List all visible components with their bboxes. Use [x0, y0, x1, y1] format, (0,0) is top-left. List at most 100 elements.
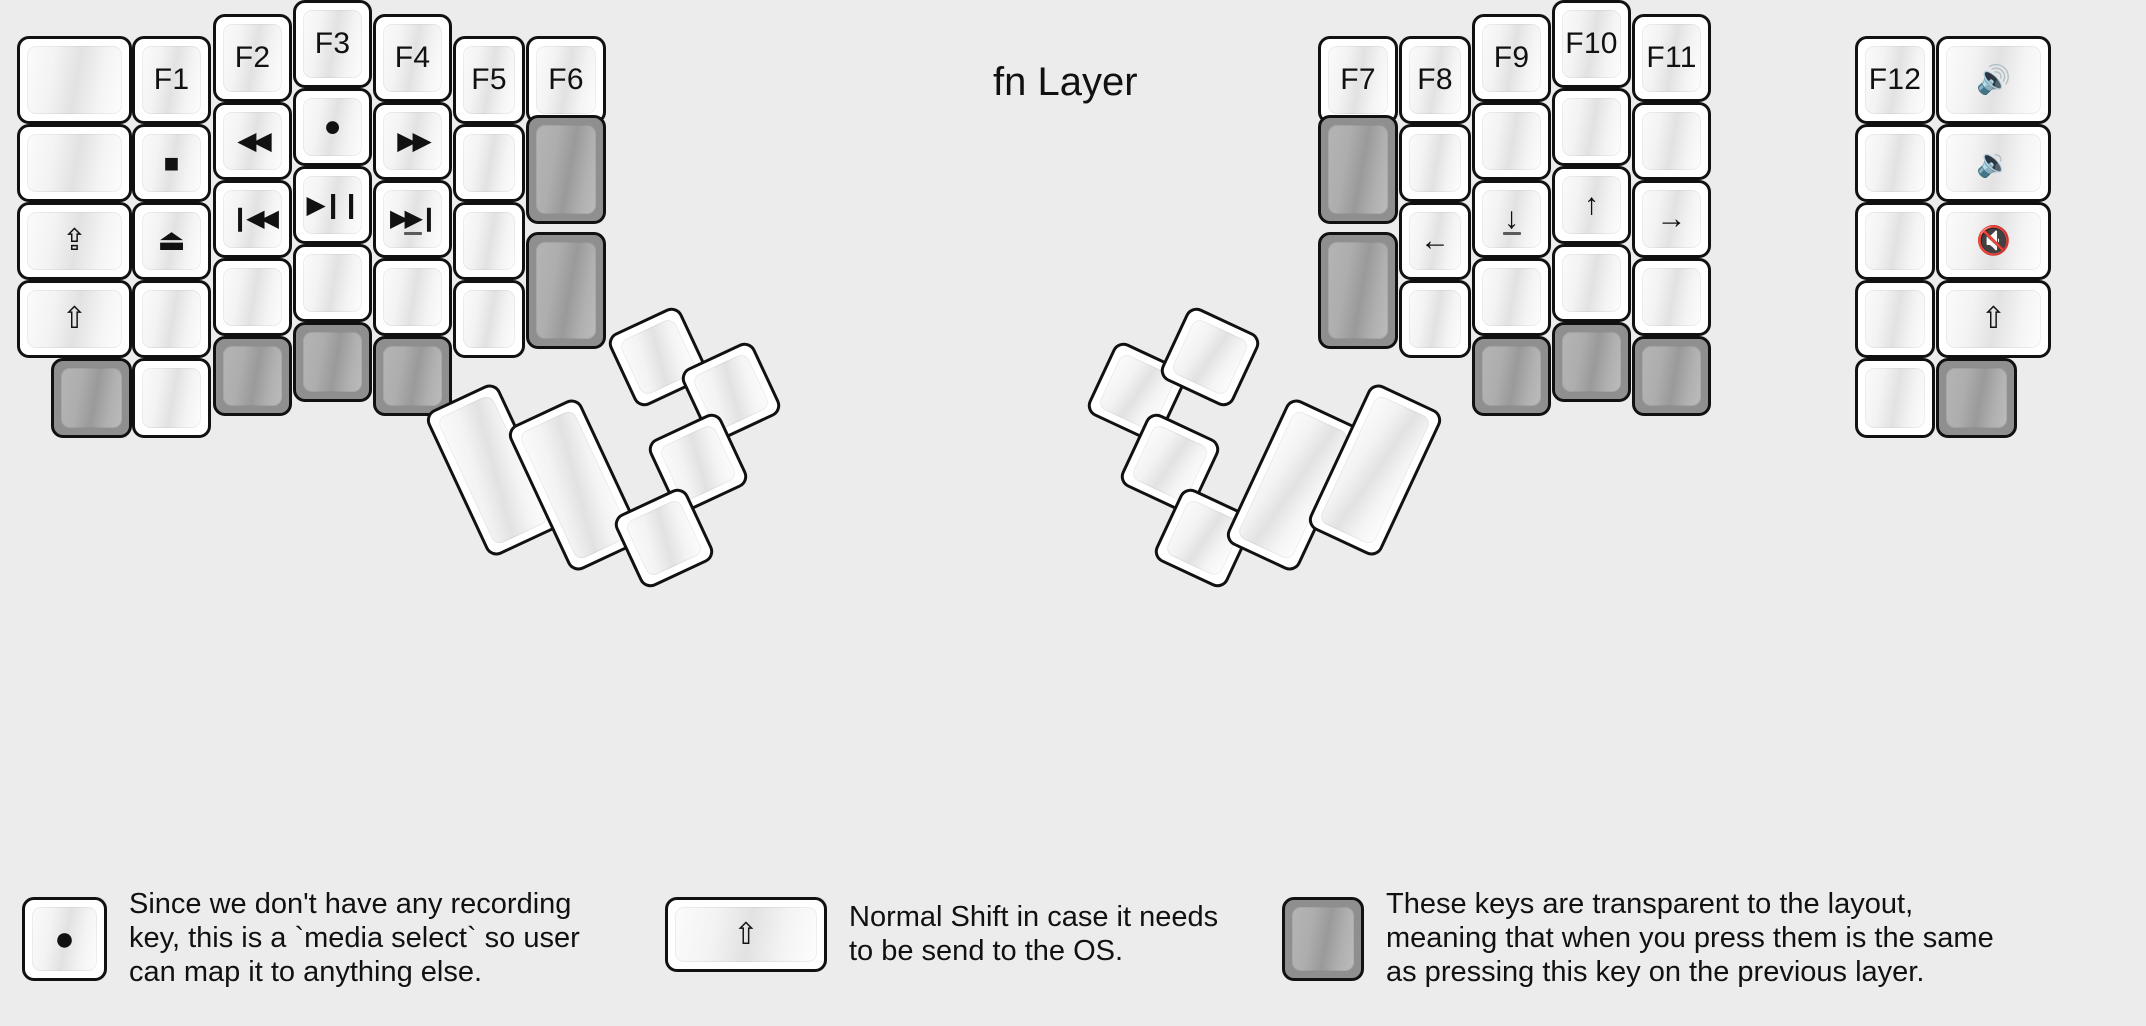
- key-right-c5-r4[interactable]: [1855, 358, 1935, 438]
- keycap-face: [27, 46, 122, 114]
- key-right-c1-r2-arrow-left[interactable]: ←: [1399, 202, 1471, 280]
- rewind-icon: ◀◀: [237, 126, 272, 155]
- key-right-c5-r0-f12[interactable]: F12: [1855, 36, 1935, 124]
- keycap-face: [1170, 317, 1250, 397]
- fast-forward-icon: ▶▶: [397, 126, 432, 155]
- key-right-c4-r3[interactable]: [1632, 258, 1711, 336]
- key-right-c4-r0-f11[interactable]: F11: [1632, 14, 1711, 102]
- keycap-face: ◀◀: [223, 112, 282, 170]
- key-right-c1-r1[interactable]: [1399, 124, 1471, 202]
- keycap-face: [1865, 290, 1925, 348]
- key-left-c2-r2-prev-track[interactable]: ❙◀◀: [213, 180, 292, 258]
- key-left-c6-r2-transparent[interactable]: [526, 232, 606, 349]
- key-left-c1-r3[interactable]: [132, 280, 211, 358]
- key-right-c0-r1-transparent[interactable]: [1318, 115, 1398, 224]
- key-right-c3-r2-arrow-up[interactable]: ↑: [1552, 166, 1631, 244]
- keycap-face: [463, 212, 515, 270]
- key-left-c6-r0-f6[interactable]: F6: [526, 36, 606, 124]
- keycap-face: [1409, 134, 1461, 192]
- legend-item-transparent: These keys are transparent to the layout…: [1282, 888, 1994, 990]
- keycap-face: ↓: [1482, 190, 1541, 248]
- key-right-c0-r0-f7[interactable]: F7: [1318, 36, 1398, 124]
- key-right-c5-r2[interactable]: [1855, 202, 1935, 280]
- key-right-c2-r0-f9[interactable]: F9: [1472, 14, 1551, 102]
- key-left-c4-r4-transparent[interactable]: [373, 336, 452, 416]
- key-right-c6-r0-volume-up[interactable]: 🔊: [1936, 36, 2051, 124]
- keycap-face: [1482, 268, 1541, 326]
- key-left-c0-r1[interactable]: [17, 124, 132, 202]
- keycap-face: [1482, 112, 1541, 170]
- key-right-c3-r3[interactable]: [1552, 244, 1631, 322]
- key-right-c2-r1[interactable]: [1472, 102, 1551, 180]
- legend-label-record: Since we don't have any recording key, t…: [129, 888, 580, 988]
- key-right-c4-r1[interactable]: [1632, 102, 1711, 180]
- key-right-c3-r4-transparent[interactable]: [1552, 322, 1631, 402]
- key-right-c6-r4-transparent[interactable]: [1936, 358, 2017, 438]
- key-left-c6-r1-transparent[interactable]: [526, 115, 606, 224]
- key-left-c4-r3[interactable]: [373, 258, 452, 336]
- key-left-c3-r4-transparent[interactable]: [293, 322, 372, 402]
- keycap-face: F3: [303, 10, 362, 78]
- key-left-c0-r3-shift[interactable]: ⇧: [17, 280, 132, 358]
- key-left-c3-r0-f3[interactable]: F3: [293, 0, 372, 88]
- keycap-face: [223, 346, 282, 406]
- keycap-face: 🔉: [1946, 134, 2041, 192]
- prev-track-icon: ❙◀◀: [229, 205, 279, 232]
- key-right-c1-r0-f8[interactable]: F8: [1399, 36, 1471, 124]
- key-left-c1-r0-f1[interactable]: F1: [132, 36, 211, 124]
- keycap-face: F5: [463, 46, 515, 114]
- keycap-face: [536, 125, 596, 214]
- keycap-face: [463, 134, 515, 192]
- key-right-c2-r3[interactable]: [1472, 258, 1551, 336]
- record-icon: ●: [54, 919, 75, 958]
- key-right-c0-r2-transparent[interactable]: [1318, 232, 1398, 349]
- legend-key-shift[interactable]: ⇧: [665, 897, 827, 972]
- key-right-c6-r1-volume-down[interactable]: 🔉: [1936, 124, 2051, 202]
- key-right-c3-r0-f10[interactable]: F10: [1552, 0, 1631, 88]
- key-left-c4-r0-f4[interactable]: F4: [373, 14, 452, 102]
- key-right-c1-r3[interactable]: [1399, 280, 1471, 358]
- keycap-face: [1328, 125, 1388, 214]
- key-left-c4-r2-next-track[interactable]: ▶▶❙: [373, 180, 452, 258]
- key-left-c3-r1-record[interactable]: ●: [293, 88, 372, 166]
- keycap-face: F6: [536, 46, 596, 114]
- key-left-c5-r1[interactable]: [453, 124, 525, 202]
- keycap-face: →: [1642, 190, 1701, 248]
- key-left-c0-r2-capslock[interactable]: ⇪: [17, 202, 132, 280]
- key-left-c5-r2[interactable]: [453, 202, 525, 280]
- key-right-c4-r2-arrow-right[interactable]: →: [1632, 180, 1711, 258]
- key-left-c2-r3[interactable]: [213, 258, 292, 336]
- key-left-c5-r3[interactable]: [453, 280, 525, 358]
- keycap-face: [1865, 212, 1925, 270]
- key-left-c4-r1-fast-forward[interactable]: ▶▶: [373, 102, 452, 180]
- key-left-c5-r0-f5[interactable]: F5: [453, 36, 525, 124]
- key-right-c6-r3-shift[interactable]: ⇧: [1936, 280, 2051, 358]
- key-right-c2-r2-arrow-down[interactable]: ↓: [1472, 180, 1551, 258]
- key-left-c2-r4-transparent[interactable]: [213, 336, 292, 416]
- key-left-c0-r4-transparent[interactable]: [51, 358, 132, 438]
- legend-key-record[interactable]: ●: [22, 896, 107, 981]
- key-left-c2-r1-rewind[interactable]: ◀◀: [213, 102, 292, 180]
- caps-lock-icon: ⇪: [61, 224, 88, 257]
- legend-key-transparent[interactable]: [1282, 896, 1364, 981]
- key-left-c1-r2-eject[interactable]: ⏏: [132, 202, 211, 280]
- keycap-face: [383, 346, 442, 406]
- keycap-face: ▶▶: [383, 112, 442, 170]
- keycap-face: [1409, 290, 1461, 348]
- key-left-c0-r0[interactable]: [17, 36, 132, 124]
- shift-icon: ⇧: [1980, 302, 2007, 335]
- key-right-c5-r1[interactable]: [1855, 124, 1935, 202]
- key-left-c1-r4[interactable]: [132, 358, 211, 438]
- key-left-c3-r3[interactable]: [293, 244, 372, 322]
- key-left-c3-r2-play-pause[interactable]: ▶❙❙: [293, 166, 372, 244]
- key-right-c3-r1[interactable]: [1552, 88, 1631, 166]
- key-right-c6-r2-volume-mute[interactable]: 🔇: [1936, 202, 2051, 280]
- keycap-face: ▶▶❙: [383, 190, 442, 248]
- key-left-c2-r0-f2[interactable]: F2: [213, 14, 292, 102]
- key-right-c2-r4-transparent[interactable]: [1472, 336, 1551, 416]
- key-left-c1-r1-stop[interactable]: ■: [132, 124, 211, 202]
- keycap-face: F11: [1642, 24, 1701, 92]
- key-right-c4-r4-transparent[interactable]: [1632, 336, 1711, 416]
- key-submark: [403, 232, 422, 235]
- key-right-c5-r3[interactable]: [1855, 280, 1935, 358]
